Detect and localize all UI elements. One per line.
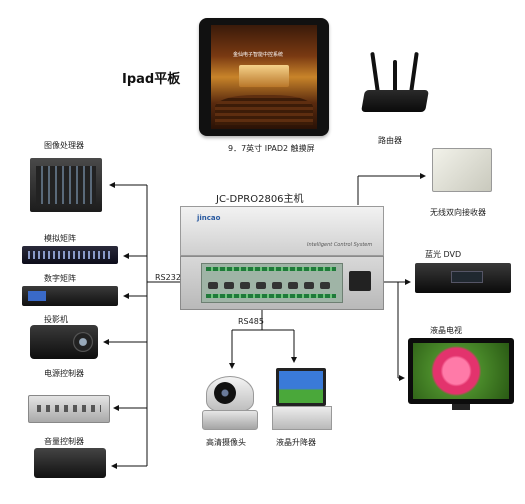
ipad-device: 金仙电子智能中控系统 (199, 18, 329, 136)
analog-matrix-device (22, 246, 118, 264)
volume-controller-label: 音量控制器 (44, 437, 84, 446)
main-io-panel (201, 263, 343, 303)
port-5 (272, 282, 282, 289)
volume-controller-device (34, 448, 106, 478)
main-logo: jincao (197, 214, 221, 222)
lcd-tv-label: 液晶电视 (430, 326, 462, 335)
hd-camera-device (198, 376, 260, 430)
lcd-tv-stand (452, 404, 470, 410)
projector-label: 投影机 (44, 315, 68, 324)
port-4 (256, 282, 266, 289)
power-controller-label: 电源控制器 (44, 369, 84, 378)
rs232-label: RS232 (155, 273, 181, 282)
image-processor-device (30, 158, 102, 212)
main-system-text: Intelligent Control System (307, 242, 373, 248)
port-6 (288, 282, 298, 289)
bluray-dvd-device (415, 263, 511, 293)
ipad-title-label: Ipad平板 (122, 72, 181, 87)
port-3 (240, 282, 250, 289)
digital-matrix-label: 数字矩阵 (44, 274, 76, 283)
digital-matrix-device (22, 286, 118, 306)
terminal-row-top (206, 267, 336, 271)
ipad-seats-graphic (215, 95, 313, 125)
power-socket (349, 271, 371, 291)
lcd-lift-label: 液晶升降器 (276, 438, 316, 447)
ipad-caption: 9．7英寸 IPAD2 触摸屏 (228, 144, 315, 153)
ipad-screen-text: 金仙电子智能中控系统 (233, 52, 284, 58)
port-1 (208, 282, 218, 289)
wireless-receiver-device (432, 148, 492, 192)
lcd-lift-device (272, 368, 332, 430)
port-8 (320, 282, 330, 289)
ipad-screen: 金仙电子智能中控系统 (211, 25, 317, 129)
rs485-label: RS485 (238, 317, 264, 326)
analog-matrix-label: 模拟矩阵 (44, 234, 76, 243)
main-host-label: JC-DPRO2806主机 (216, 194, 304, 205)
image-processor-label: 图像处理器 (44, 141, 84, 150)
hd-camera-label: 高清摄像头 (206, 438, 246, 447)
ipad-stage-graphic (239, 65, 289, 87)
router-label: 路由器 (378, 136, 402, 145)
terminal-row-bottom (206, 294, 336, 298)
bluray-dvd-label: 蓝光 DVD (425, 250, 462, 259)
router-device (361, 90, 429, 112)
wireless-receiver-label: 无线双向接收器 (430, 208, 486, 217)
port-2 (224, 282, 234, 289)
router-antenna-center (393, 60, 397, 92)
main-controller-front (180, 256, 384, 310)
power-controller-device (28, 395, 110, 423)
lcd-tv-device (408, 338, 514, 404)
port-7 (304, 282, 314, 289)
projector-device (30, 325, 98, 359)
main-controller-top: jincao Intelligent Control System (180, 206, 384, 256)
